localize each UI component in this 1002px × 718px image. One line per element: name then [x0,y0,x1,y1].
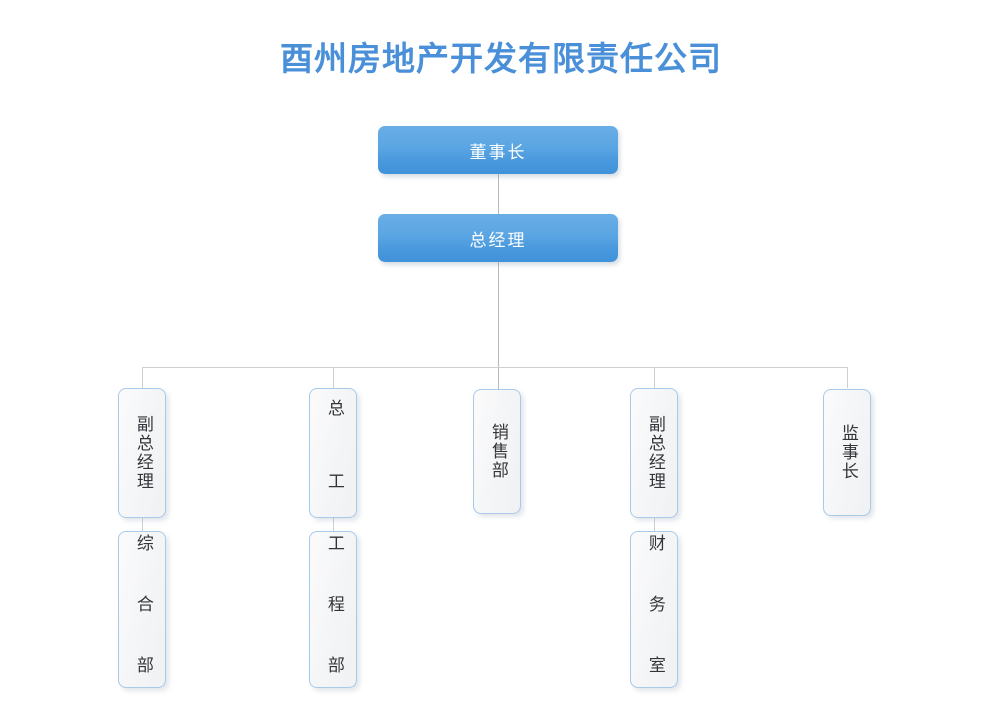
node-general-manager[interactable]: 总经理 [378,214,618,262]
node-chairman[interactable]: 董事长 [378,126,618,174]
node-chief-supervisor[interactable]: 监事长 [823,389,871,516]
node-finance-office[interactable]: 财 务 室 [630,531,678,688]
node-deputy-general-manager-2-label: 副总经理 [644,415,665,491]
node-sales-department[interactable]: 销售部 [473,389,521,514]
node-deputy-general-manager-1[interactable]: 副总经理 [118,388,166,518]
connector-dgm2-to-finance [654,518,655,531]
node-sales-department-label: 销售部 [487,423,508,480]
node-general-affairs-department[interactable]: 综 合 部 [118,531,166,688]
node-general-affairs-department-label: 综 合 部 [132,534,153,685]
connector-dgm1-to-general [142,518,143,531]
node-finance-office-label: 财 务 室 [644,534,665,685]
node-project-department[interactable]: 工 程 部 [309,531,357,688]
node-project-department-label: 工 程 部 [323,534,344,685]
node-chief-engineer[interactable]: 总 工 [309,388,357,518]
node-deputy-general-manager-2[interactable]: 副总经理 [630,388,678,518]
node-chief-supervisor-label: 监事长 [837,424,858,481]
page-title: 酉州房地产开发有限责任公司 [280,39,722,78]
connector-chiefeng-to-project [333,518,334,531]
connector-gm-to-bus [498,262,499,389]
node-chief-engineer-label: 总 工 [323,399,344,507]
node-general-manager-label: 总经理 [469,230,527,251]
node-deputy-general-manager-1-label: 副总经理 [132,415,153,491]
connector-horizontal-bus [142,367,848,368]
connector-bus-to-dgm1 [142,367,143,388]
connector-bus-to-supervisor [847,367,848,388]
connector-bus-to-chiefeng [333,367,334,388]
connector-bus-to-dgm2 [654,367,655,388]
connector-chairman-to-gm [498,173,499,214]
node-chairman-label: 董事长 [469,142,527,163]
